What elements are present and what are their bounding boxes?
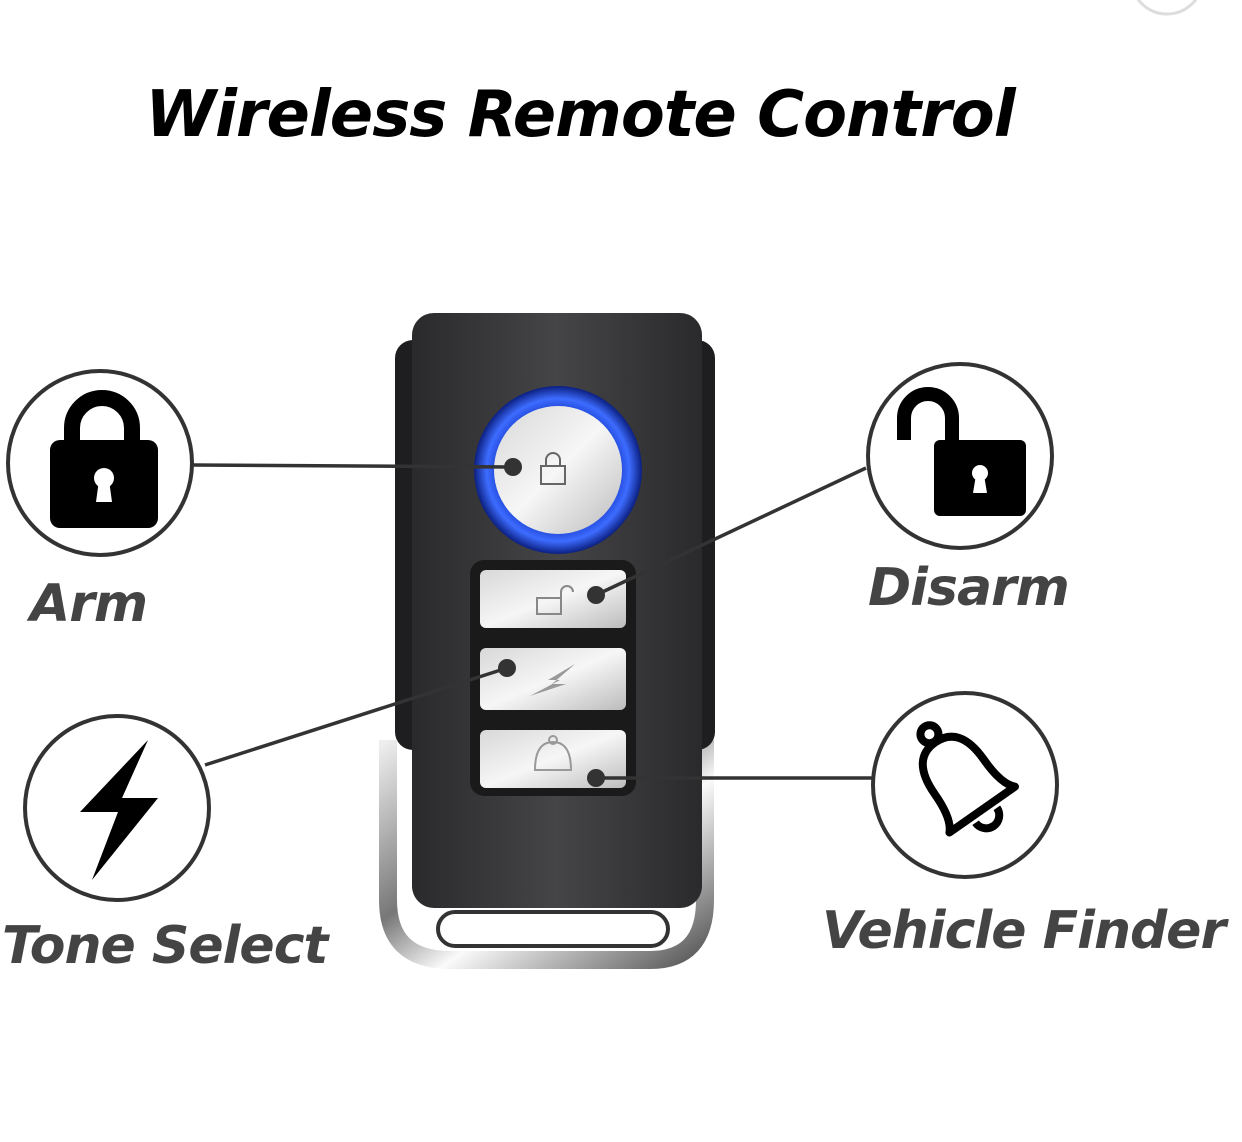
tone-button-lightning-icon (530, 664, 575, 696)
disarm-label: Disarm (868, 558, 1070, 618)
remote-control (379, 313, 715, 969)
tone-leader (204, 666, 508, 767)
vehicle-finder-label: Vehicle Finder (822, 901, 1226, 961)
arm-leader (192, 463, 514, 469)
arm-button-lock-icon (540, 452, 566, 485)
finder-button-bell-icon (533, 735, 573, 771)
tone-select-label: Tone Select (2, 916, 328, 976)
disarm-button-unlock-icon (536, 585, 574, 615)
lightning-icon (80, 740, 158, 880)
lock-icon (50, 390, 158, 528)
disarm-icon-circle (866, 362, 1054, 550)
tone-icon-circle (23, 714, 211, 902)
arm-icon-circle (6, 369, 194, 557)
leader-dots (498, 458, 605, 787)
chrome-loop (379, 740, 714, 969)
disarm-leader (595, 466, 867, 597)
corner-circle-fragment (1136, 0, 1198, 16)
bell-icon (916, 721, 1019, 837)
key-ring-slot (436, 910, 670, 948)
finder-icon-circle (871, 691, 1059, 879)
page-title: Wireless Remote Control (145, 78, 1015, 152)
arm-button[interactable] (494, 406, 622, 534)
arm-label: Arm (30, 574, 148, 634)
unlock-icon (897, 387, 1026, 516)
leader-lines (192, 463, 873, 780)
